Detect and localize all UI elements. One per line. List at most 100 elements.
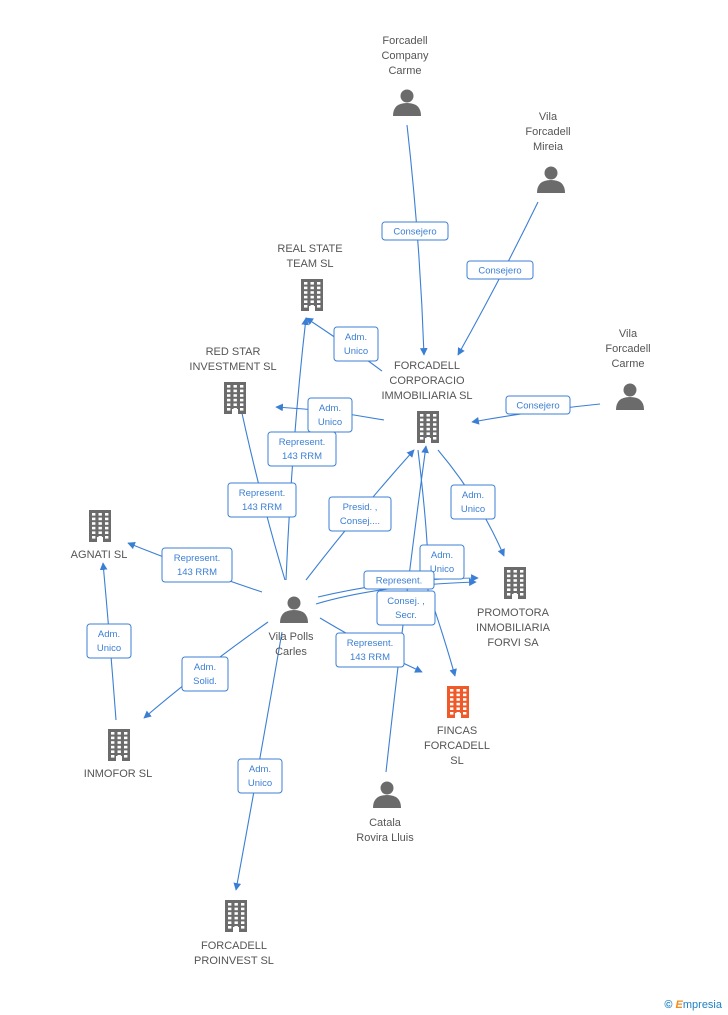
edge-label-box — [333, 326, 379, 362]
node-label: Forcadell — [382, 35, 427, 47]
node-label: INMOBILIARIA — [476, 622, 551, 634]
node-label: Vila — [539, 111, 558, 123]
edge-label-box — [181, 656, 229, 692]
edge-label-box — [505, 395, 571, 415]
node-label: Carles — [275, 646, 307, 658]
edge-label-e1[interactable]: Consejero — [381, 221, 449, 241]
edge-label-text: Consej. , — [387, 596, 425, 607]
edge-label-text: Unico — [430, 564, 454, 575]
edge-label-e13[interactable]: Consej. , Secr. — [376, 590, 436, 626]
node-label: PROMOTORA — [477, 607, 550, 619]
node-label: Carme — [388, 65, 421, 77]
edge-label-text: Unico — [344, 346, 368, 357]
edge-label-box — [450, 484, 496, 520]
edge-e11 — [417, 449, 457, 677]
node-label: FORCADELL — [394, 360, 460, 372]
node-label: Mireia — [533, 141, 564, 153]
edge-label-text: Represent. — [174, 553, 220, 564]
edge-label-text: Adm. — [249, 764, 271, 775]
edge-label-e14[interactable]: Represent. 143 RRM — [335, 632, 405, 668]
node-real-state-team[interactable]: REAL STATE TEAM SL — [277, 243, 343, 311]
edge-label-e3[interactable]: Adm.Unico — [333, 326, 379, 362]
edge-label-e9[interactable]: Adm.Unico — [450, 484, 496, 520]
node-promotora-inmobiliaria-forvi[interactable]: PROMOTORA INMOBILIARIA FORVI SA — [476, 567, 551, 649]
edge-label-text: Represent. — [279, 437, 325, 448]
brand-initial: E — [675, 999, 683, 1011]
building-icon — [224, 382, 246, 414]
edge-label-e12[interactable]: Represent. — [363, 570, 435, 590]
node-label: Company — [381, 50, 429, 62]
empresia-watermark: © Empresia — [664, 999, 722, 1011]
node-agnati[interactable]: AGNATI SL — [71, 510, 128, 561]
brand-rest: mpresia — [682, 999, 722, 1011]
edge-label-text: Unico — [461, 504, 485, 515]
node-label: Forcadell — [525, 126, 570, 138]
node-label: AGNATI SL — [71, 549, 128, 561]
edge-label-text: 143 RRM — [177, 567, 217, 578]
node-inmofor[interactable]: INMOFOR SL — [84, 729, 152, 780]
node-label: Vila Polls — [268, 631, 314, 643]
node-label: Catala — [369, 817, 402, 829]
edge-label-box — [227, 482, 297, 518]
edge-label-e2[interactable]: Consejero — [466, 260, 534, 280]
edge-label-text: Presid. , — [343, 502, 378, 513]
node-label: REAL STATE — [277, 243, 342, 255]
node-label: IMMOBILIARIA SL — [381, 390, 472, 402]
person-icon — [280, 596, 308, 623]
node-label: Rovira Lluis — [356, 832, 414, 844]
edge-label-e10[interactable]: Represent. 143 RRM — [161, 547, 233, 583]
edge-label-box — [267, 431, 337, 467]
edge-label-e5[interactable]: Adm.Unico — [307, 397, 353, 433]
edge-label-e16[interactable]: Adm.Solid. — [181, 656, 229, 692]
edge-label-e8[interactable]: Presid. ,Consej.... — [328, 496, 392, 532]
edge-label-e17[interactable]: Adm. Unico — [237, 758, 283, 794]
edge-label-box — [363, 570, 435, 590]
edge-label-text: 143 RRM — [350, 652, 390, 663]
edge-label-e6[interactable]: Represent. 143 RRM — [267, 431, 337, 467]
node-label: PROINVEST SL — [194, 955, 274, 967]
node-label: TEAM SL — [286, 258, 333, 270]
person-icon — [537, 166, 565, 193]
edge-label-text: Adm. — [98, 629, 120, 640]
edge-label-text: Solid. — [193, 676, 217, 687]
person-icon — [616, 383, 644, 410]
edge-label-e15[interactable]: Adm. Unico — [86, 623, 132, 659]
edge-label-text: 143 RRM — [282, 451, 322, 462]
edge-label-e7[interactable]: Represent.143 RRM — [227, 482, 297, 518]
edge-label-box — [86, 623, 132, 659]
copyright-symbol: © — [664, 999, 673, 1011]
edge-label-text: Consejero — [393, 227, 436, 238]
node-label: INMOFOR SL — [84, 768, 152, 780]
node-label: SL — [450, 755, 463, 767]
node-label: FORVI SA — [487, 637, 539, 649]
node-label: FORCADELL — [424, 740, 490, 752]
edge-label-box — [466, 260, 534, 280]
edge-label-box — [328, 496, 392, 532]
building-icon — [225, 900, 247, 932]
edge-label-box — [335, 632, 405, 668]
edge-label-e4[interactable]: Consejero — [505, 395, 571, 415]
edge-label-box — [376, 590, 436, 626]
node-label: Forcadell — [605, 343, 650, 355]
building-icon — [504, 567, 526, 599]
edge-label-box — [237, 758, 283, 794]
building-icon — [89, 510, 111, 542]
person-icon — [393, 89, 421, 116]
edge-label-text: Unico — [248, 778, 272, 789]
edge-label-text: Consejero — [516, 401, 559, 412]
edge-label-text: Represent. — [347, 638, 393, 649]
building-icon — [417, 411, 439, 443]
node-label: Vila — [619, 328, 638, 340]
edge-label-text: Secr. — [395, 610, 417, 621]
edge-label-text: Unico — [97, 643, 121, 654]
